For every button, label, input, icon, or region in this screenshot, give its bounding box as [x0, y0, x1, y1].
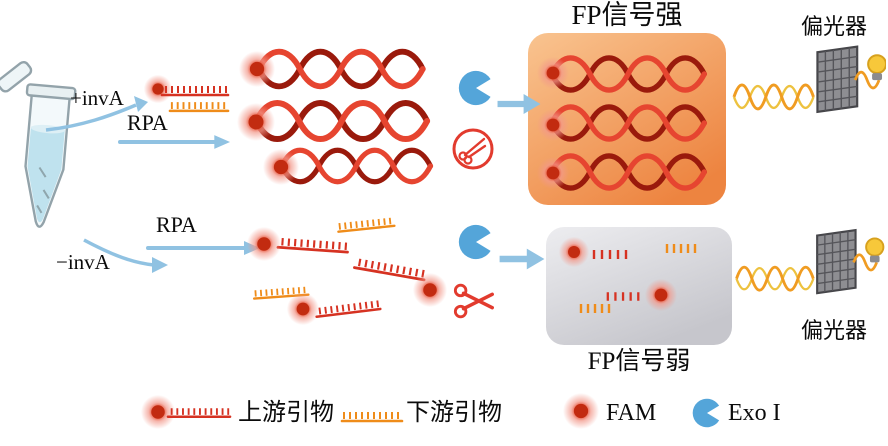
- cut-site-icon: [450, 126, 496, 172]
- legend-exo-label: Exo I: [728, 400, 781, 426]
- exo-enzyme-icon: [458, 224, 494, 260]
- exo-enzyme-icon: [458, 70, 494, 106]
- plus-inva-label: +invA: [70, 86, 124, 110]
- polarizer-assembly-icon: [732, 40, 886, 140]
- arrow-to-minus-inva-icon: [83, 238, 168, 273]
- polarizer-label-top: 偏光器: [800, 14, 867, 39]
- dna-duplex-icon: [254, 48, 434, 90]
- degraded-primer-ticks-icon: [578, 302, 614, 314]
- exo-enzyme-icon: [692, 398, 722, 428]
- degraded-primer-ticks-icon: [664, 242, 700, 254]
- upstream-primer-icon: [313, 298, 382, 320]
- fam-dot-icon: [238, 50, 276, 88]
- reaction-arrow-bottom-icon: [498, 242, 546, 276]
- fp-strong-title: FP信号强: [571, 0, 683, 30]
- downstream-primer-icon: [168, 100, 230, 114]
- legend-downstream-label: 下游引物: [406, 400, 502, 426]
- fam-dot-icon: [644, 278, 678, 312]
- upstream-primer-icon: [276, 235, 351, 255]
- downstream-primer-icon: [340, 410, 404, 424]
- dna-duplex-icon: [548, 102, 714, 144]
- dna-duplex-icon: [548, 54, 714, 94]
- polarizer-label-bottom: 偏光器: [800, 318, 867, 343]
- arrow-to-plus-inva-icon: [45, 96, 148, 132]
- dna-duplex-icon: [278, 146, 440, 186]
- legend-fam-label: FAM: [606, 400, 657, 426]
- rpa-label-bottom: RPA: [156, 212, 197, 237]
- sample-tube-icon: [0, 50, 98, 242]
- rpa-label-top: RPA: [127, 110, 168, 135]
- minus-inva-label: −invA: [56, 250, 110, 274]
- fam-dot-icon: [536, 156, 570, 190]
- degraded-primer-ticks-icon: [604, 290, 644, 302]
- downstream-primer-icon: [335, 215, 396, 235]
- fp-weak-title: FP信号弱: [587, 348, 691, 375]
- fp-weak-panel: [546, 227, 732, 345]
- dna-duplex-icon: [548, 152, 714, 192]
- fam-dot-icon: [536, 56, 570, 90]
- fam-dot-icon: [236, 102, 276, 142]
- fam-dot-icon: [246, 226, 282, 262]
- rpa-arrow-top-icon: [118, 134, 232, 150]
- polarizer-assembly-icon: [732, 224, 886, 320]
- fam-dot-icon: [262, 148, 300, 186]
- rpa-arrow-bottom-icon: [146, 240, 262, 256]
- degraded-primer-ticks-icon: [590, 248, 632, 260]
- fam-dot-icon: [562, 392, 600, 430]
- fam-dot-icon: [412, 272, 448, 308]
- upstream-primer-icon: [166, 406, 232, 420]
- legend-upstream-label: 上游引物: [238, 400, 334, 426]
- dna-duplex-icon: [252, 98, 438, 144]
- scissors-icon: [452, 278, 498, 324]
- upstream-primer-icon: [160, 84, 230, 98]
- fam-dot-icon: [536, 108, 570, 142]
- fam-dot-icon: [558, 236, 590, 268]
